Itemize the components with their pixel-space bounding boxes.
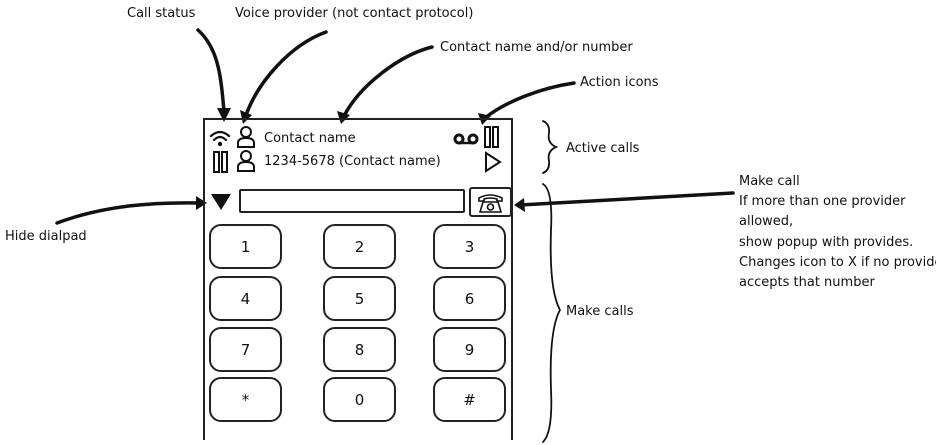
arrow-contact-name bbox=[342, 45, 434, 118]
pause-icon bbox=[213, 151, 228, 173]
dial-key-7[interactable]: 7 bbox=[209, 327, 282, 372]
dial-key-hash[interactable]: # bbox=[433, 377, 506, 422]
arrow-action-icons bbox=[483, 81, 576, 120]
annotation-make-call-line: accepts that number bbox=[739, 275, 875, 290]
call-contact-name[interactable]: Contact name bbox=[264, 131, 356, 146]
dial-key-5[interactable]: 5 bbox=[323, 276, 396, 321]
dial-key-1[interactable]: 1 bbox=[209, 224, 282, 269]
brace-active-calls bbox=[542, 120, 559, 174]
annotation-action-icons: Action icons bbox=[580, 75, 659, 90]
person-icon bbox=[237, 150, 255, 172]
annotation-contact-name-number: Contact name and/or number bbox=[440, 40, 633, 55]
arrowhead-voice-provider bbox=[240, 110, 252, 124]
arrowhead-contact-name bbox=[337, 111, 350, 124]
dial-key-star[interactable]: * bbox=[209, 377, 282, 422]
annotation-active-calls: Active calls bbox=[566, 141, 640, 156]
number-input[interactable] bbox=[239, 189, 465, 213]
annotation-make-call-line: If more than one provider bbox=[739, 194, 906, 209]
arrowhead-make-call bbox=[514, 198, 525, 212]
brace-make-calls bbox=[542, 183, 562, 443]
arrowhead-hide-dialpad bbox=[196, 196, 207, 210]
person-icon bbox=[237, 126, 255, 148]
annotation-make-calls: Make calls bbox=[566, 304, 634, 319]
annotation-call-status: Call status bbox=[127, 6, 196, 21]
call-number[interactable]: 1234-5678 (Contact name) bbox=[264, 154, 441, 169]
dial-key-4[interactable]: 4 bbox=[209, 276, 282, 321]
dial-key-2[interactable]: 2 bbox=[323, 224, 396, 269]
dial-key-0[interactable]: 0 bbox=[323, 377, 396, 422]
dial-key-3[interactable]: 3 bbox=[433, 224, 506, 269]
telephone-icon bbox=[478, 194, 503, 213]
make-call-button[interactable] bbox=[469, 187, 512, 217]
play-icon[interactable] bbox=[484, 151, 502, 173]
annotation-make-call-line: allowed, bbox=[739, 214, 794, 229]
voicemail-icon[interactable] bbox=[452, 132, 480, 146]
arrow-voice-provider bbox=[244, 30, 328, 117]
annotation-make-call-title: Make call bbox=[739, 174, 800, 189]
dial-key-8[interactable]: 8 bbox=[323, 327, 396, 372]
dial-key-9[interactable]: 9 bbox=[433, 327, 506, 372]
arrow-hide-dialpad bbox=[55, 201, 204, 225]
arrowhead-call-status bbox=[217, 108, 231, 122]
phone-frame bbox=[203, 118, 513, 440]
annotation-make-call-line: Changes icon to X if no provide bbox=[739, 255, 936, 270]
annotation-voice-provider: Voice provider (not contact protocol) bbox=[235, 6, 474, 21]
wifi-icon bbox=[209, 130, 231, 147]
pause-icon[interactable] bbox=[483, 125, 501, 149]
annotation-hide-dialpad: Hide dialpad bbox=[5, 229, 87, 244]
arrow-make-call bbox=[518, 191, 735, 207]
triangle-down-icon[interactable] bbox=[210, 193, 232, 211]
annotation-make-call-line: show popup with provides. bbox=[739, 235, 914, 250]
dial-key-6[interactable]: 6 bbox=[433, 276, 506, 321]
arrow-call-status bbox=[196, 28, 226, 114]
